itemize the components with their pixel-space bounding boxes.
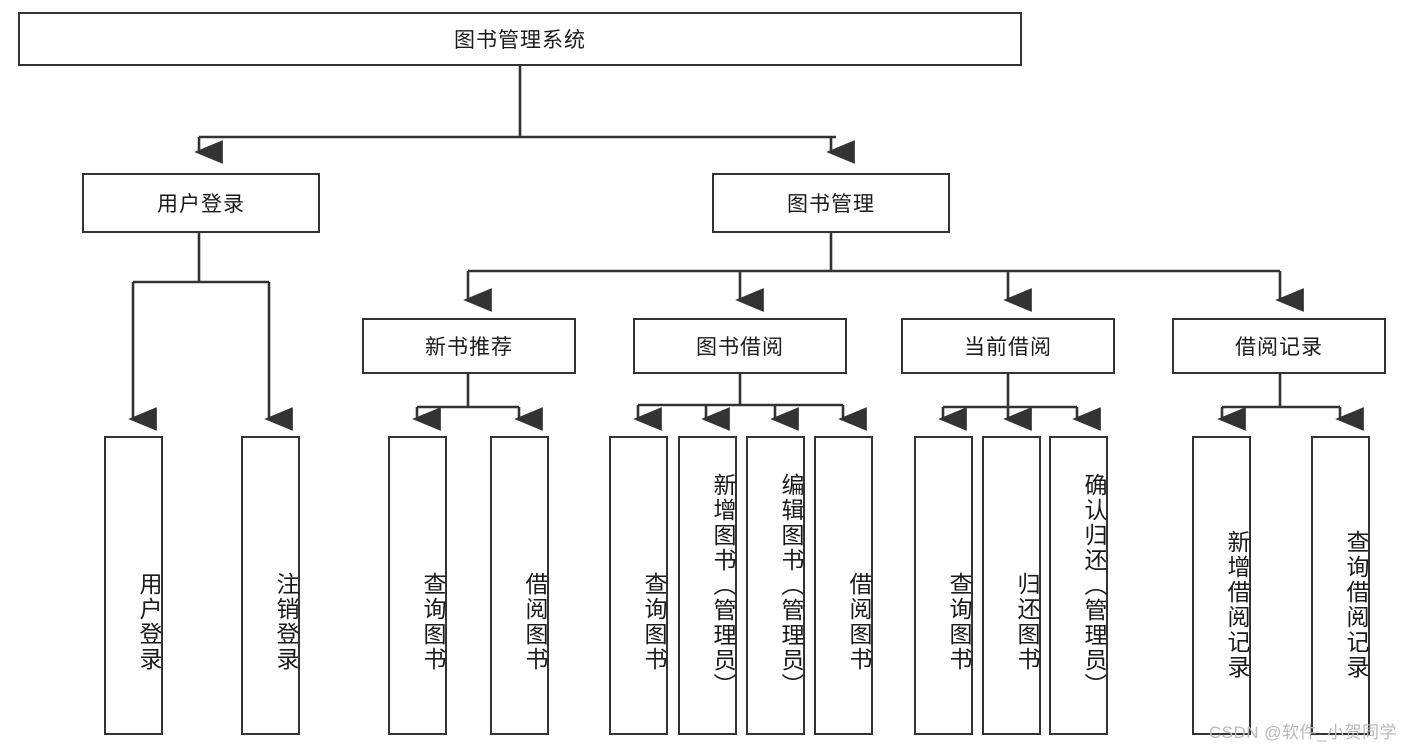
node-borrow-record-label: 借阅记录	[1235, 336, 1323, 359]
node-user-login-label: 用户登录	[157, 193, 245, 216]
leaf-new-book-2-label: 借阅图书	[522, 571, 548, 672]
node-book-manage[interactable]: 图书管理	[712, 173, 950, 233]
leaf-current-borrow-3-label: 确认归还（管理员）	[1081, 473, 1107, 698]
node-new-book-recommend-label: 新书推荐	[425, 336, 513, 359]
node-root-label: 图书管理系统	[454, 29, 586, 52]
leaf-user-login-1-label: 用户登录	[136, 571, 162, 672]
leaf-user-login-2[interactable]: 注销登录	[241, 436, 300, 735]
leaf-book-borrow-3[interactable]: 编辑图书（管理员）	[746, 436, 805, 735]
node-current-borrow[interactable]: 当前借阅	[901, 318, 1115, 374]
leaf-current-borrow-1-label: 查询图书	[946, 571, 972, 672]
leaf-user-login-2-label: 注销登录	[273, 571, 299, 672]
leaf-book-borrow-2[interactable]: 新增图书（管理员）	[678, 436, 737, 735]
leaf-new-book-1[interactable]: 查询图书	[388, 436, 447, 735]
leaf-book-borrow-1[interactable]: 查询图书	[609, 436, 668, 735]
node-book-manage-label: 图书管理	[787, 193, 875, 216]
leaf-current-borrow-3[interactable]: 确认归还（管理员）	[1049, 436, 1108, 735]
leaf-borrow-record-1-label: 新增借阅记录	[1224, 529, 1250, 680]
node-root[interactable]: 图书管理系统	[18, 12, 1022, 66]
node-book-borrow-label: 图书借阅	[696, 336, 784, 359]
csdn-watermark: CSDN @软件_小贺同学	[1208, 723, 1397, 742]
leaf-current-borrow-1[interactable]: 查询图书	[914, 436, 973, 735]
node-book-borrow[interactable]: 图书借阅	[633, 318, 847, 374]
leaf-book-borrow-1-label: 查询图书	[641, 571, 667, 672]
leaf-borrow-record-2-label: 查询借阅记录	[1343, 529, 1369, 680]
node-borrow-record[interactable]: 借阅记录	[1172, 318, 1386, 374]
leaf-user-login-1[interactable]: 用户登录	[104, 436, 163, 735]
node-current-borrow-label: 当前借阅	[964, 336, 1052, 359]
leaf-new-book-1-label: 查询图书	[420, 571, 446, 672]
leaf-current-borrow-2[interactable]: 归还图书	[982, 436, 1041, 735]
leaf-book-borrow-2-label: 新增图书（管理员）	[710, 473, 736, 698]
leaf-book-borrow-3-label: 编辑图书（管理员）	[778, 473, 804, 698]
leaf-borrow-record-2[interactable]: 查询借阅记录	[1311, 436, 1370, 735]
node-user-login[interactable]: 用户登录	[82, 173, 320, 233]
leaf-book-borrow-4-label: 借阅图书	[846, 571, 872, 672]
leaf-book-borrow-4[interactable]: 借阅图书	[814, 436, 873, 735]
node-new-book-recommend[interactable]: 新书推荐	[362, 318, 576, 374]
leaf-new-book-2[interactable]: 借阅图书	[490, 436, 549, 735]
leaf-current-borrow-2-label: 归还图书	[1014, 571, 1040, 672]
leaf-borrow-record-1[interactable]: 新增借阅记录	[1192, 436, 1251, 735]
